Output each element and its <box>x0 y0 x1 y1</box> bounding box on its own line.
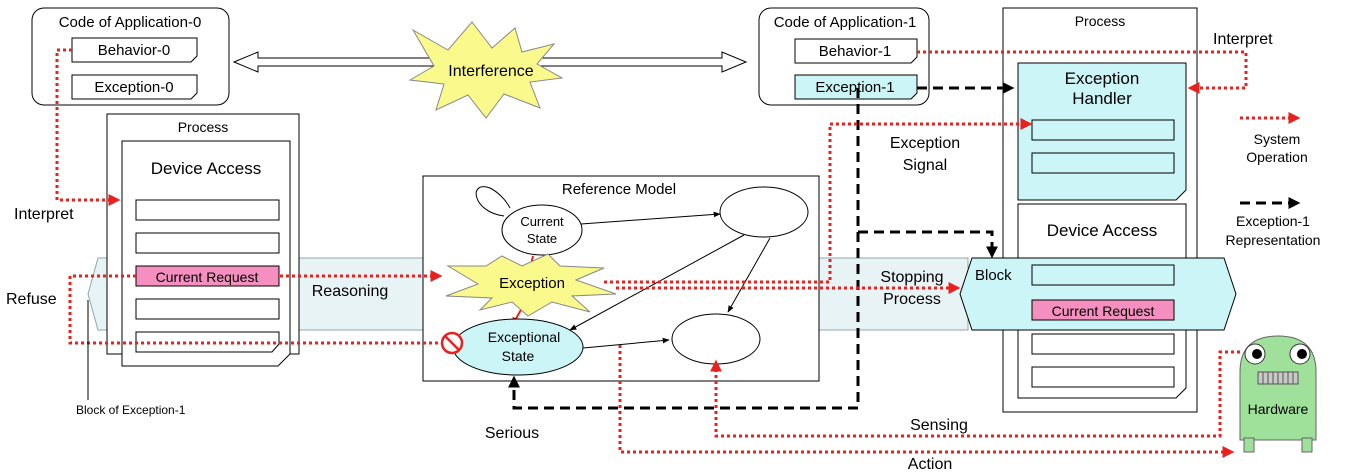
right-slot-3 <box>1031 333 1175 355</box>
flow-exception1-to-block <box>856 88 998 259</box>
exceptional-state-line2: State <box>502 348 535 364</box>
left-process: Process Device Access Current Request <box>106 113 300 367</box>
app0-title: Code of Application-0 <box>59 14 202 31</box>
exception-signal-line1: Exception <box>890 135 960 152</box>
flow-behavior0-interpret <box>55 48 121 206</box>
current-state-node <box>501 204 583 256</box>
exceptional-state-node <box>452 318 584 376</box>
legend-system-operation-line1: System <box>1254 131 1301 147</box>
exception-handler-line2: Handler <box>1072 89 1132 108</box>
exception-handler-line1: Exception <box>1065 69 1140 88</box>
state-node-top <box>719 186 809 238</box>
self-loop-edge <box>475 186 511 217</box>
right-process-title: Process <box>1075 13 1126 29</box>
exception-signal-line2: Signal <box>903 157 947 174</box>
sensing-label: Sensing <box>910 417 968 434</box>
flow-serious <box>508 232 860 410</box>
app1-behavior-doc <box>794 38 918 64</box>
system-operation-flows <box>55 48 1248 458</box>
block-label: Block <box>975 267 1012 284</box>
edge-current-to-top <box>580 211 721 225</box>
current-state-line1: Current <box>520 214 564 229</box>
right-slot-4 <box>1031 366 1175 388</box>
left-process-title: Process <box>178 119 229 135</box>
legend-exception-rep-line1: Exception-1 <box>1236 213 1310 229</box>
current-state-line2: State <box>527 231 557 246</box>
app0-behavior: Behavior-0 <box>98 42 171 59</box>
app1-behavior: Behavior-1 <box>819 43 892 60</box>
hardware-label: Hardware <box>1248 401 1309 417</box>
reference-model: Reference Model Current State Exceptiona… <box>422 175 820 382</box>
stopping-line1: Stopping <box>880 269 943 286</box>
right-current-request <box>1031 299 1175 321</box>
app1-exception: Exception-1 <box>815 79 894 96</box>
reasoning-label: Reasoning <box>312 283 389 300</box>
app1-code-box: Code of Application-1 Behavior-1 Excepti… <box>758 7 930 106</box>
exception-label: Exception <box>499 275 565 292</box>
left-slot-2 <box>135 232 280 254</box>
edge-top-to-exceptional <box>569 234 745 331</box>
refuse-icon <box>440 331 464 355</box>
left-slot-1 <box>135 199 280 221</box>
reference-model-title: Reference Model <box>562 181 676 198</box>
right-device-access-title: Device Access <box>1047 221 1158 240</box>
flow-sensing <box>710 350 1240 438</box>
legend-system-operation-line2: Operation <box>1246 149 1307 165</box>
left-slot-4 <box>135 298 280 320</box>
exception-star <box>445 253 617 317</box>
exception-representation-flows <box>508 82 1015 410</box>
app0-exception: Exception-0 <box>94 79 173 96</box>
app0-exception-doc <box>71 74 198 100</box>
block-of-exception-label: Block of Exception-1 <box>76 403 186 417</box>
app1-exception-doc <box>794 74 918 100</box>
legend: System Operation Exception-1 Representat… <box>1226 112 1321 248</box>
app0-code-box: Code of Application-0 Behavior-0 Excepti… <box>31 7 230 106</box>
left-device-access-title: Device Access <box>151 159 262 178</box>
serious-label: Serious <box>485 425 539 442</box>
right-current-request-label: Current Request <box>1052 303 1155 319</box>
state-node-bottom <box>671 313 761 365</box>
handler-slot-2 <box>1031 152 1175 174</box>
edge-exceptional-to-bottom <box>582 337 670 349</box>
right-slot-1 <box>1031 264 1175 286</box>
interpret-right-label: Interpret <box>1213 31 1273 48</box>
exceptional-state-line1: Exceptional <box>488 329 560 345</box>
flow-behavior1-interpret <box>917 50 1248 94</box>
interference-star <box>408 21 564 119</box>
handler-slot-1 <box>1031 119 1175 141</box>
hardware-robot-icon <box>1239 335 1317 453</box>
action-label: Action <box>908 456 952 473</box>
left-current-request-label: Current Request <box>156 269 259 285</box>
interpret-left-label: Interpret <box>14 206 74 223</box>
stopping-line2: Process <box>883 291 941 308</box>
edge-top-to-bottom <box>727 237 771 313</box>
app0-behavior-doc <box>71 37 198 63</box>
interference-label: Interference <box>448 63 533 80</box>
app1-title: Code of Application-1 <box>774 14 917 31</box>
flow-refuse <box>68 274 452 345</box>
refuse-label: Refuse <box>6 291 57 308</box>
legend-exception-rep-line2: Representation <box>1226 232 1321 248</box>
